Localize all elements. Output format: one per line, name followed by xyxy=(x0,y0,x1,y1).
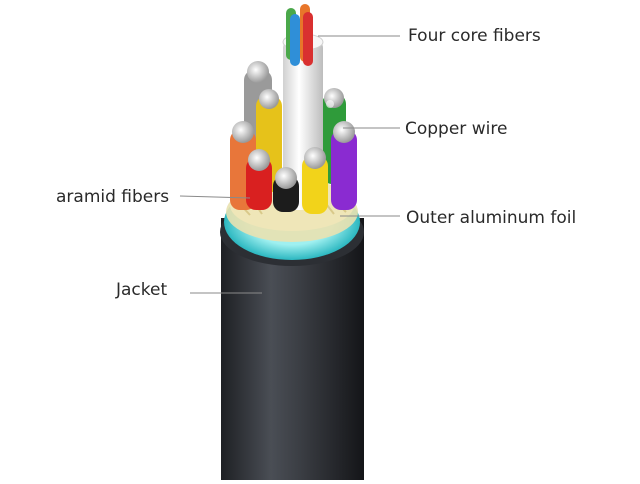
leader-aramid xyxy=(179,195,251,199)
four-core-fibers xyxy=(286,4,313,66)
label-jacket: Jacket xyxy=(116,280,168,300)
label-copper-wire: Copper wire xyxy=(405,119,508,139)
label-outer-aluminum-foil: Outer aluminum foil xyxy=(406,208,577,228)
label-aramid-fibers: aramid fibers xyxy=(56,187,170,207)
conductor-red xyxy=(246,149,272,210)
conductor-yellow-front xyxy=(302,147,328,214)
conductor-purple xyxy=(331,121,357,210)
leader-lines xyxy=(179,35,400,294)
label-four-core-fibers: Four core fibers xyxy=(408,26,541,46)
conductor-black xyxy=(273,167,299,212)
copper-wire xyxy=(326,100,334,108)
